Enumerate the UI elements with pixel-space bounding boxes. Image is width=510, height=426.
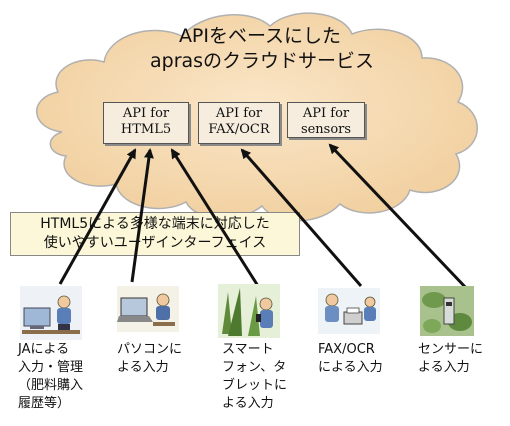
arrow-sensor-to-api: [328, 143, 470, 292]
fax-user-icon: [318, 288, 380, 334]
arrow-fax-to-api: [240, 148, 363, 287]
api-fax-ocr-box: API for FAX/OCR: [198, 102, 280, 144]
ja-office-computer-icon: [20, 286, 82, 340]
api-fax-line2: FAX/OCR: [208, 122, 270, 137]
sensor-icon: [420, 286, 474, 336]
caption-fax: FAX/OCR による入力: [318, 342, 383, 375]
api-sensors-line1: API for: [302, 106, 350, 121]
smartphone-field-icon: [218, 284, 280, 338]
api-html5-line1: API for: [122, 106, 170, 121]
cloud-title-line1: APIをベースにした: [178, 25, 342, 47]
api-html5-box: API for HTML5: [103, 102, 189, 144]
arrow-ja-to-html5: [58, 148, 137, 285]
api-sensors-line2: sensors: [300, 122, 352, 137]
user-interface-box: HTML5による多様な端末に対応した 使いやすいユーザインターフェイス: [10, 212, 300, 256]
caption-sensor: センサーに よる入力: [418, 342, 484, 375]
caption-ja: JAによる 入力・管理 （肥料購入 履歴等）: [18, 342, 84, 411]
caption-pc: パソコンに よる入力: [117, 342, 183, 375]
api-sensors-box: API for sensors: [287, 102, 365, 138]
arrow-smartphone-to-html5: [170, 148, 260, 287]
caption-smartphone: スマート フォン、タ ブレットに よる入力: [222, 342, 288, 411]
arrow-pc-to-html5: [130, 148, 154, 283]
api-html5-line2: HTML5: [120, 122, 172, 137]
ui-line1: HTML5による多様な端末に対応した: [40, 216, 270, 232]
cloud-title-line2: aprasのクラウドサービス: [150, 50, 375, 72]
api-fax-line1: API for: [215, 106, 263, 121]
pc-user-icon: [117, 286, 179, 332]
ui-line2: 使いやすいユーザインターフェイス: [43, 235, 267, 251]
